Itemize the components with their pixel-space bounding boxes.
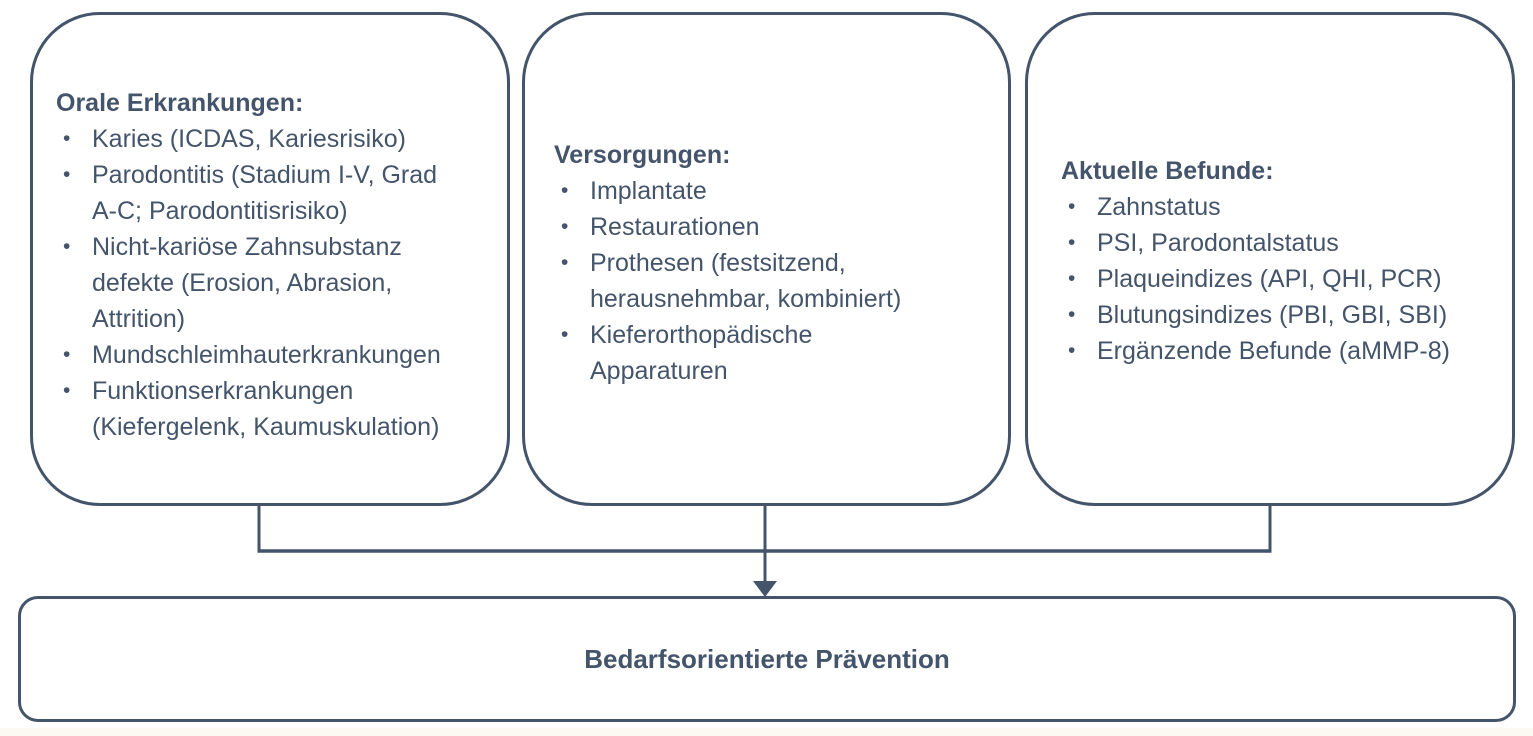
list-item: • Parodontitis (Stadium I-V, Grad A-C; P…: [56, 157, 499, 229]
box-orale-erkrankungen-content: Orale Erkrankungen: • Karies (ICDAS, Kar…: [56, 85, 499, 445]
list-item-text: Kieferorthopädische Apparaturen: [590, 321, 813, 385]
list-item: • Kieferorthopädische Apparaturen: [554, 317, 1000, 389]
bullet-list: • Implantate • Restaurationen • Prothese…: [554, 173, 1000, 389]
bullet-icon: •: [63, 343, 71, 366]
bullet-icon: •: [561, 179, 569, 202]
list-item: • Restaurationen: [554, 209, 1000, 245]
bullet-icon: •: [63, 379, 71, 402]
list-item: • Mundschleimhauterkrankungen: [56, 337, 499, 373]
list-item: • Plaqueindizes (API, QHI, PCR): [1061, 261, 1504, 297]
list-item: • Ergänzende Befunde (aMMP-8): [1061, 333, 1504, 369]
bullet-icon: •: [63, 163, 71, 186]
arrow-head-icon: [753, 581, 777, 597]
bullet-icon: •: [561, 251, 569, 274]
list-item-text: Nicht-kariöse Zahnsubstanz defekte (Eros…: [92, 233, 402, 333]
list-item: • Funktionserkrankungen (Kiefergelenk, K…: [56, 373, 499, 445]
box-orale-erkrankungen: Orale Erkrankungen: • Karies (ICDAS, Kar…: [30, 12, 510, 506]
list-item: • Karies (ICDAS, Kariesrisiko): [56, 121, 499, 157]
bullet-icon: •: [561, 323, 569, 346]
list-item-text: Prothesen (festsitzend, herausnehmbar, k…: [590, 249, 902, 313]
bullet-list: • Karies (ICDAS, Kariesrisiko) • Parodon…: [56, 121, 499, 445]
bullet-icon: •: [1068, 267, 1076, 290]
bullet-icon: •: [1068, 231, 1076, 254]
bullet-icon: •: [63, 127, 71, 150]
list-item: • Implantate: [554, 173, 1000, 209]
bullet-icon: •: [1068, 339, 1076, 362]
result-box-label: Bedarfsorientierte Prävention: [584, 643, 950, 674]
list-item: • Blutungsindizes (PBI, GBI, SBI): [1061, 297, 1504, 333]
list-item: • Zahnstatus: [1061, 189, 1504, 225]
list-item-text: PSI, Parodontalstatus: [1097, 229, 1339, 257]
box-title: Versorgungen:: [554, 141, 731, 169]
list-item-text: Implantate: [590, 177, 707, 205]
list-item-text: Mundschleimhauterkrankungen: [92, 341, 441, 369]
box-versorgungen: Versorgungen: • Implantate • Restauratio…: [522, 12, 1011, 506]
bullet-list: • Zahnstatus • PSI, Parodontalstatus • P…: [1061, 189, 1504, 369]
list-item: • Prothesen (festsitzend, herausnehmbar,…: [554, 245, 1000, 317]
list-item: • PSI, Parodontalstatus: [1061, 225, 1504, 261]
bullet-icon: •: [63, 235, 71, 258]
list-item-text: Zahnstatus: [1097, 193, 1221, 221]
list-item-text: Restaurationen: [590, 213, 760, 241]
bullet-icon: •: [561, 215, 569, 238]
list-item-text: Karies (ICDAS, Kariesrisiko): [92, 125, 406, 153]
box-title: Aktuelle Befunde:: [1061, 157, 1274, 185]
list-item-text: Parodontitis (Stadium I-V, Grad A-C; Par…: [92, 161, 438, 225]
box-title: Orale Erkrankungen:: [56, 89, 304, 117]
list-item-text: Funktionserkrankungen (Kiefergelenk, Kau…: [92, 377, 440, 441]
bullet-icon: •: [1068, 195, 1076, 218]
page-bottom-edge: [0, 728, 1533, 736]
box-bedarfsorientierte-praevention: Bedarfsorientierte Prävention: [18, 596, 1516, 722]
bullet-icon: •: [1068, 303, 1076, 326]
list-item-text: Plaqueindizes (API, QHI, PCR): [1097, 265, 1442, 293]
list-item-text: Ergänzende Befunde (aMMP-8): [1097, 337, 1450, 365]
box-versorgungen-content: Versorgungen: • Implantate • Restauratio…: [554, 137, 1000, 389]
box-aktuelle-befunde: Aktuelle Befunde: • Zahnstatus • PSI, Pa…: [1025, 12, 1515, 506]
list-item: • Nicht-kariöse Zahnsubstanz defekte (Er…: [56, 229, 499, 337]
box-aktuelle-befunde-content: Aktuelle Befunde: • Zahnstatus • PSI, Pa…: [1061, 153, 1504, 369]
list-item-text: Blutungsindizes (PBI, GBI, SBI): [1097, 301, 1448, 329]
